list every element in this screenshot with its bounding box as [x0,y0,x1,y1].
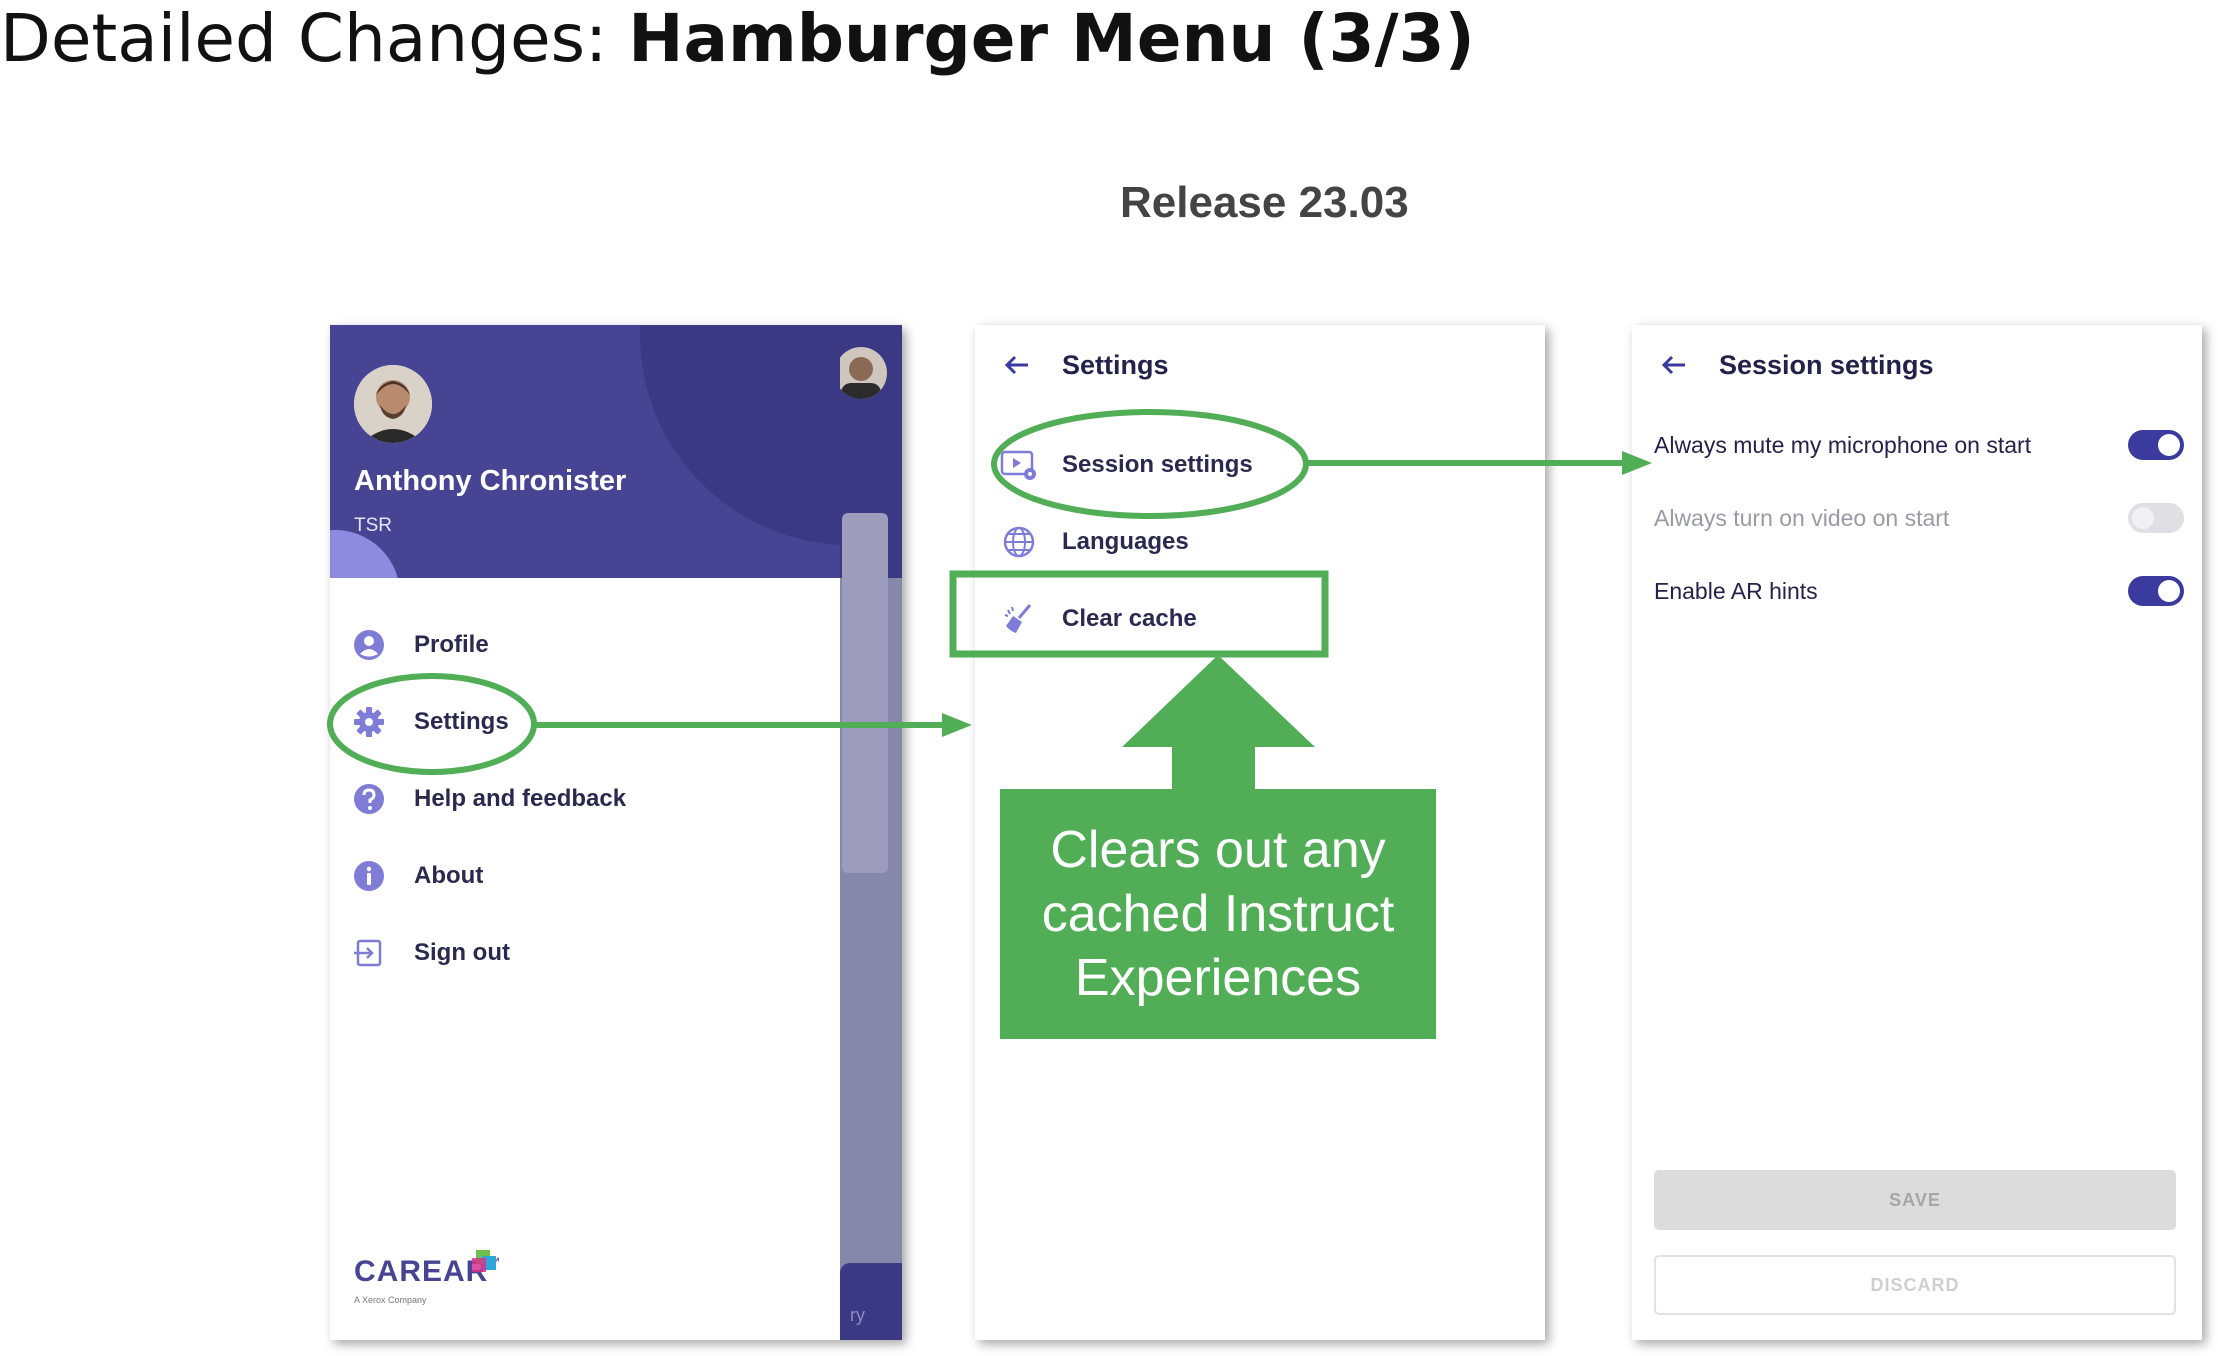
logo-text: CAREAR [354,1255,489,1288]
help-icon [352,782,386,816]
menu-item-label: Profile [414,631,489,658]
callout-line: cached Instruct [1041,885,1395,943]
background-bottom-text: ry [850,1305,865,1325]
settings-title: Settings [1062,349,1169,380]
settings-item-languages[interactable]: Languages [1000,520,1189,564]
clear-cache-callout: Clears out any cached Instruct Experienc… [1000,789,1436,1039]
menu-item-label: Help and feedback [414,785,627,812]
menu-item-about[interactable]: About [352,854,483,898]
settings-item-label: Session settings [1062,451,1253,478]
settings-item-label: Clear cache [1062,605,1197,632]
info-icon [352,859,386,893]
session-title: Session settings [1719,349,1934,380]
settings-header: Settings [1000,343,1169,387]
toggle-knob [2132,507,2154,529]
callout-line: Experiences [1074,949,1362,1007]
header-decoration-bubble [330,530,400,578]
drawer-header: Anthony Chronister TSR [330,325,840,578]
settings-arrow-head [942,713,972,737]
background-card [842,513,888,873]
menu-item-help[interactable]: Help and feedback [352,777,626,821]
settings-item-label: Languages [1062,528,1189,555]
toggle-label: Enable AR hints [1654,577,1818,604]
user-name: Anthony Chronister [354,465,627,497]
session-video-icon [1000,446,1038,484]
toggle-label: Always turn on video on start [1654,504,1950,531]
toggle-row-video-on: Always turn on video on start [1654,496,2184,540]
title-bold: Hamburger Menu (3/3) [628,0,1475,77]
globe-icon [1000,523,1038,561]
back-arrow-icon[interactable] [1000,348,1034,382]
person-icon [352,628,386,662]
navigation-drawer: Anthony Chronister TSR Profile Settings [330,325,840,1340]
menu-item-label: Sign out [414,939,510,966]
back-arrow-icon[interactable] [1657,348,1691,382]
sign-out-icon [352,936,386,970]
release-label: Release 23.03 [1120,178,1409,227]
settings-item-session-settings[interactable]: Session settings [1000,443,1253,487]
gear-icon [352,705,386,739]
discard-button[interactable]: DISCARD [1654,1255,2176,1315]
toggle-row-ar-hints: Enable AR hints [1654,569,2184,613]
hamburger-menu-screen: ry Anthony Chronister TSR [330,325,902,1340]
toggle-knob [2158,580,2180,602]
user-role: TSR [354,515,392,536]
menu-item-sign-out[interactable]: Sign out [352,931,510,975]
avatar[interactable] [354,365,432,443]
toggle-row-mute-mic: Always mute my microphone on start [1654,423,2184,467]
callout-line: Clears out any [1050,821,1386,879]
avatar-photo-icon [354,365,432,443]
video-on-toggle[interactable] [2128,503,2184,533]
menu-item-profile[interactable]: Profile [352,623,489,667]
menu-item-label: Settings [414,708,509,735]
menu-item-label: About [414,862,484,889]
carear-logo: CAREAR™ [354,1255,501,1289]
toggle-knob [2158,434,2180,456]
session-header: Session settings [1657,343,1934,387]
title-prefix: Detailed Changes: [0,0,629,77]
save-button[interactable]: SAVE [1654,1170,2176,1230]
background-avatar [835,347,887,399]
toggle-label: Always mute my microphone on start [1654,431,2032,458]
mute-mic-toggle[interactable] [2128,430,2184,460]
background-bottom-bar [840,1263,902,1340]
menu-item-settings[interactable]: Settings [352,700,509,744]
settings-item-clear-cache[interactable]: Clear cache [1000,597,1197,641]
slide-title: Detailed Changes: Hamburger Menu (3/3) [0,0,1475,78]
session-settings-screen: Session settings Always mute my micropho… [1632,325,2202,1340]
broom-icon [1000,600,1038,638]
logo-subtitle: A Xerox Company [354,1295,427,1305]
header-decoration-circle [640,325,840,545]
logo-cube-icon [472,1250,496,1272]
ar-hints-toggle[interactable] [2128,576,2184,606]
